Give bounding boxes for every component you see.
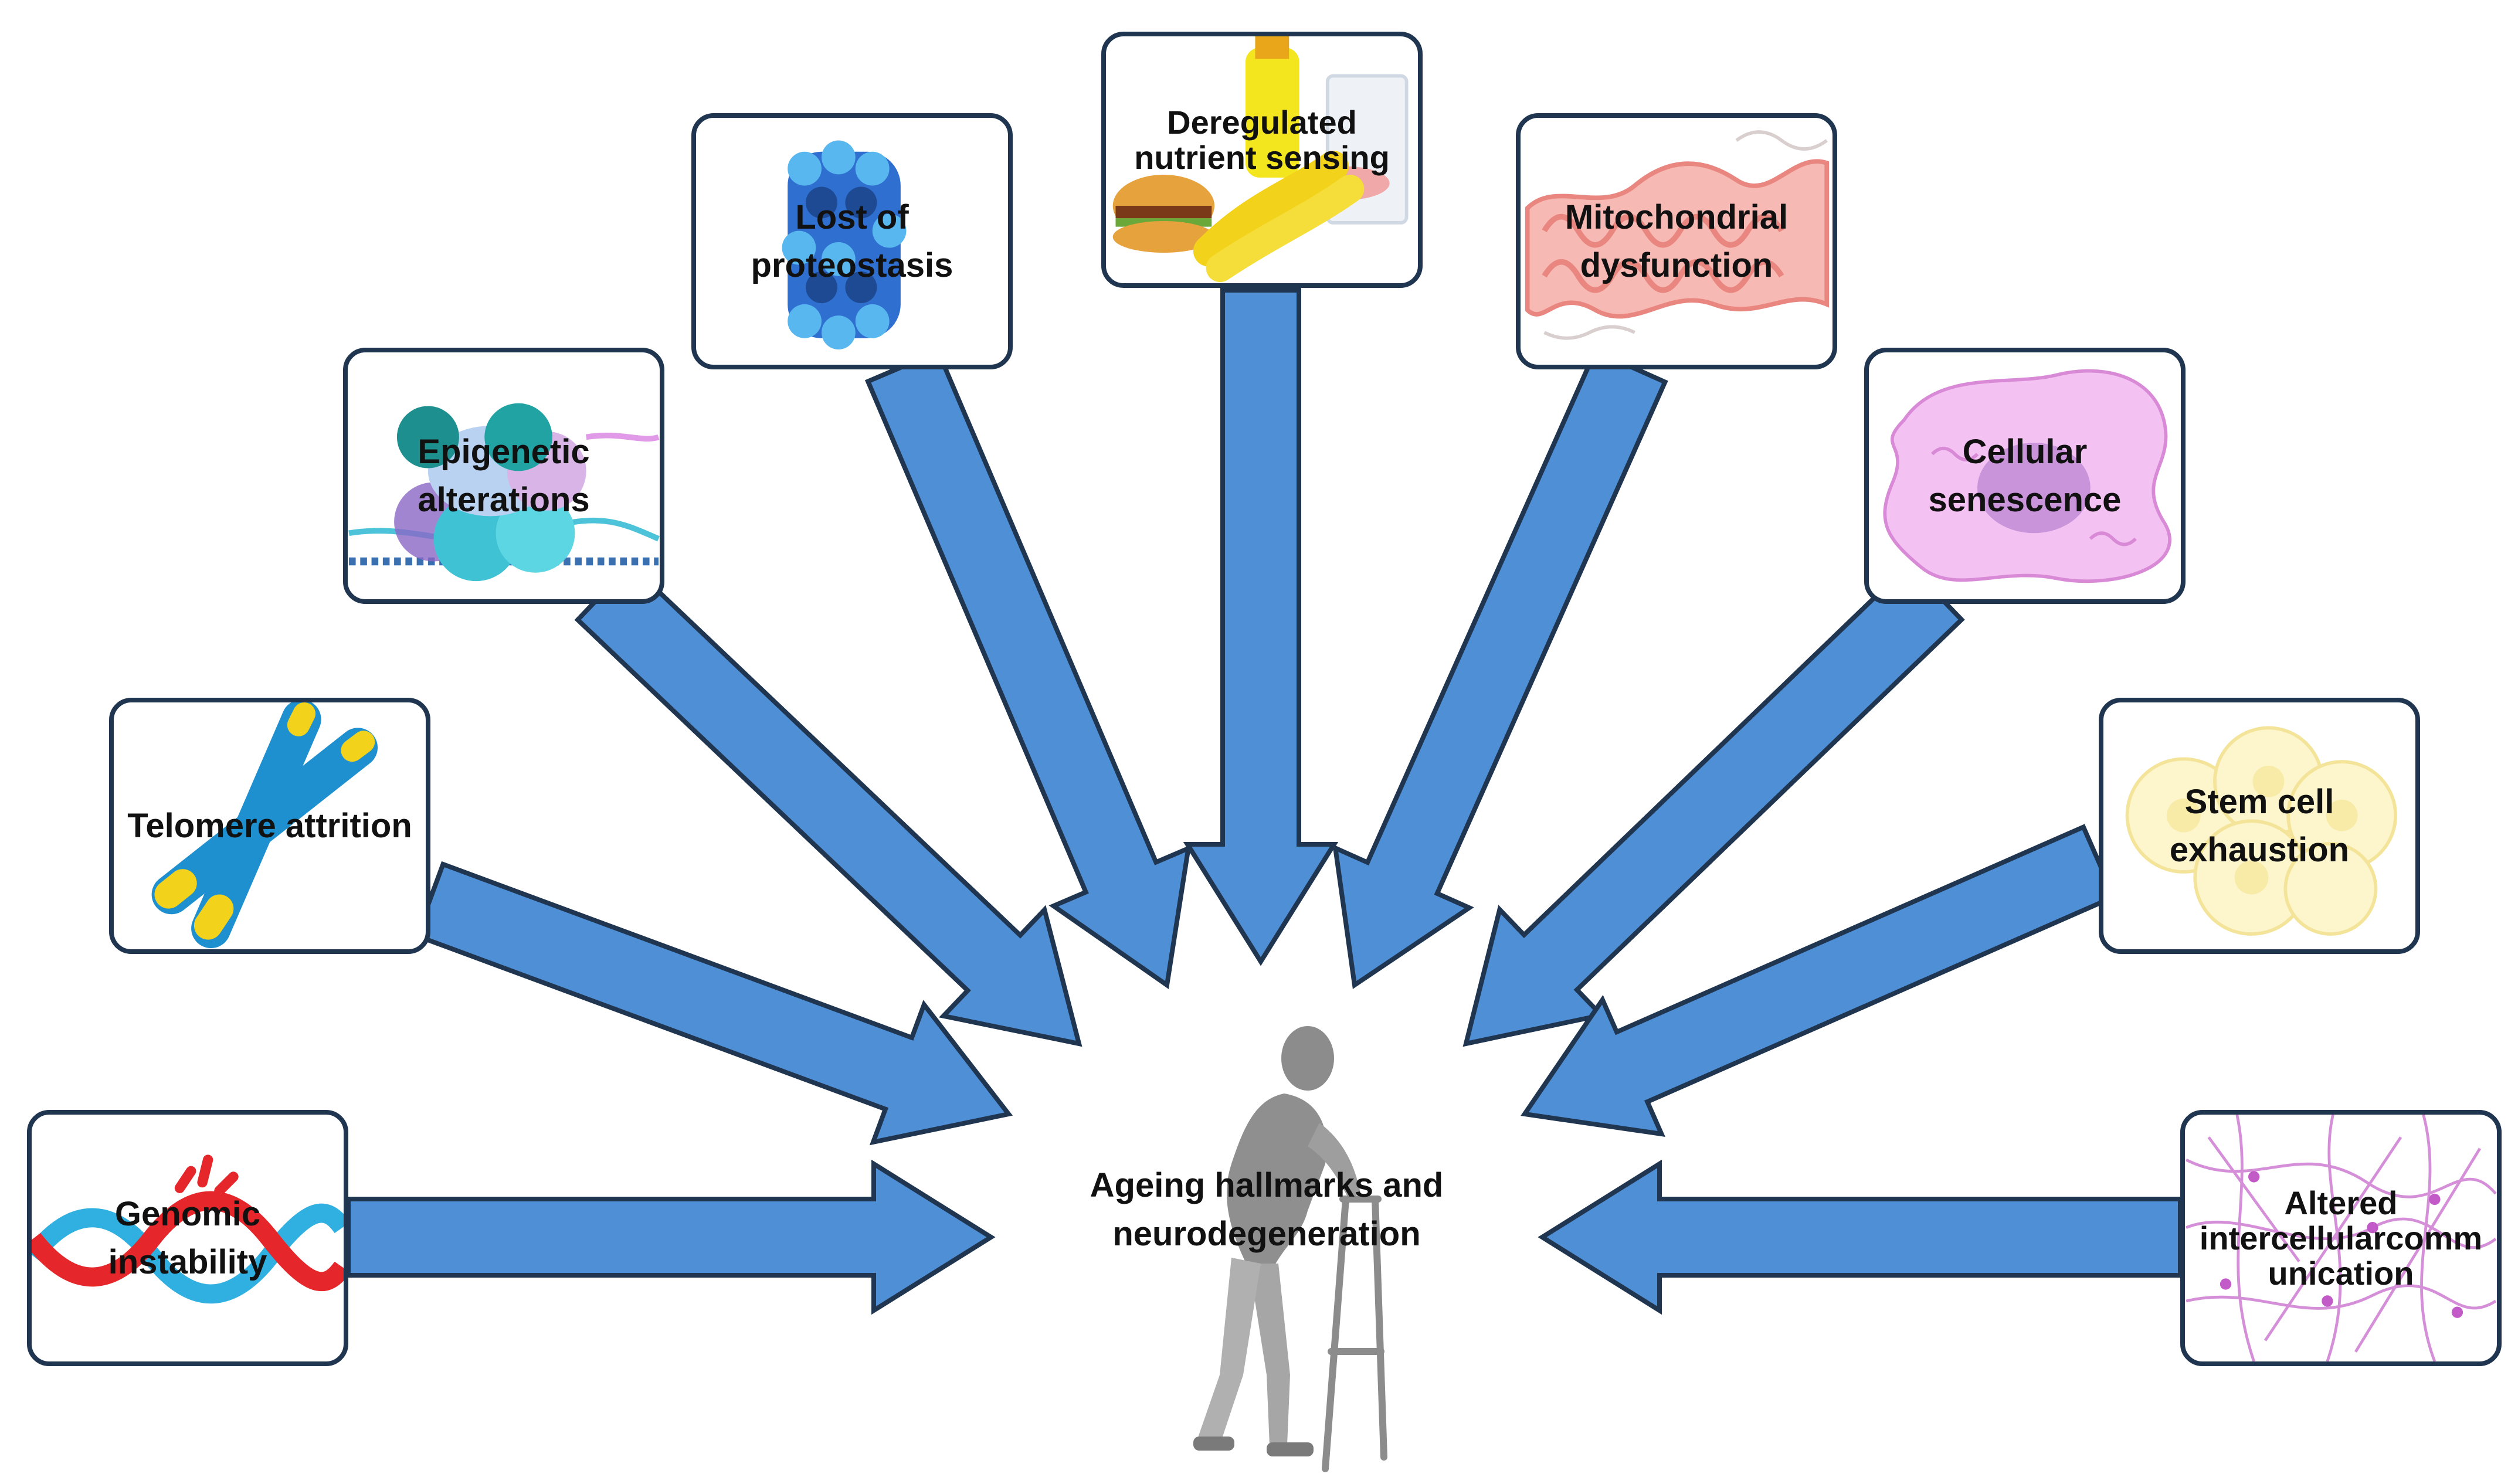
hallmark-box-stem-cell-exhaustion: Stem cell exhaustion bbox=[2099, 698, 2420, 954]
center-label: Ageing hallmarks and neurodegeneration bbox=[1090, 1166, 1444, 1253]
arrow-epigenetic-alterations bbox=[574, 561, 1082, 1047]
neuron-network-icon bbox=[2185, 1115, 2497, 1361]
chromosome-icon bbox=[151, 702, 378, 949]
nucleosome-icon bbox=[348, 403, 660, 582]
hallmark-label: Altered intercellularcomm unication bbox=[2199, 1184, 2483, 1292]
stem-cells-icon bbox=[2125, 726, 2398, 936]
senescent-cell-icon bbox=[1883, 369, 2171, 583]
hallmark-label: Genomic instability bbox=[108, 1194, 267, 1281]
elderly-person-walker-icon bbox=[1193, 1026, 1387, 1472]
hallmark-box-lost-of-proteostasis: Lost of proteostasis bbox=[691, 113, 1013, 369]
hallmark-label: Telomere attrition bbox=[127, 806, 412, 845]
hallmark-box-genomic-instability: Genomic instability bbox=[27, 1110, 348, 1366]
hallmark-box-altered-intercellular-communication: Altered intercellularcomm unication bbox=[2180, 1110, 2502, 1366]
arrow-stem-cell-exhaustion bbox=[1521, 824, 2117, 1137]
food-icon bbox=[1112, 36, 1409, 283]
arrow-cellular-senescence bbox=[1462, 561, 1965, 1047]
mitochondrion-icon bbox=[1525, 130, 1830, 340]
proteasome-icon bbox=[782, 140, 907, 349]
hallmark-label: Mitochondrial dysfunction bbox=[1565, 198, 1789, 284]
hallmark-box-cellular-senescence: Cellular senescence bbox=[1864, 348, 2186, 604]
hallmark-box-epigenetic-alterations: Epigenetic alterations bbox=[343, 348, 664, 604]
hallmark-label: Cellular senescence bbox=[1928, 432, 2122, 519]
hallmark-box-telomere-attrition: Telomere attrition bbox=[109, 698, 430, 954]
arrow-lost-of-proteostasis bbox=[864, 348, 1192, 989]
arrow-telomere-attrition bbox=[413, 861, 1013, 1146]
hallmark-box-deregulated-nutrient-sensing: Deregulated nutrient sensing bbox=[1101, 32, 1423, 288]
hallmark-box-mitochondrial-dysfunction: Mitochondrial dysfunction bbox=[1516, 113, 1837, 369]
arrow-genomic-instability bbox=[346, 1159, 996, 1315]
hallmark-label: Stem cell exhaustion bbox=[2169, 782, 2350, 869]
arrow-altered-intercellular-communication bbox=[1538, 1159, 2183, 1315]
arrow-mitochondrial-dysfunction bbox=[1332, 348, 1668, 989]
hallmark-label: Lost of proteostasis bbox=[751, 198, 953, 284]
hallmark-label: Epigenetic alterations bbox=[418, 432, 590, 519]
hallmark-label: Deregulated nutrient sensing bbox=[1134, 103, 1390, 176]
dna-helix-icon bbox=[32, 1154, 344, 1304]
arrow-deregulated-nutrient-sensing bbox=[1183, 288, 1339, 966]
